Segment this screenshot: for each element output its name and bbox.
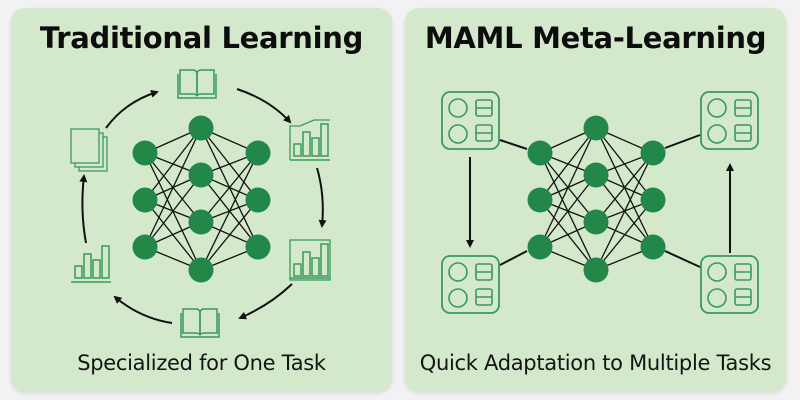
training-cycle xyxy=(70,69,331,338)
network-edge xyxy=(539,127,597,248)
task-connector xyxy=(499,250,528,266)
cycle-arrow xyxy=(105,89,159,129)
network-edge xyxy=(144,174,202,248)
network-node xyxy=(583,162,609,188)
task-connector xyxy=(499,139,528,150)
network-node xyxy=(245,187,271,213)
neural-network-left xyxy=(132,115,271,283)
task-connector xyxy=(664,134,701,149)
network-node xyxy=(132,140,158,166)
network-node xyxy=(132,234,158,260)
panel-title: Traditional Learning xyxy=(39,21,364,55)
cycle-arrow xyxy=(113,295,173,324)
network-node xyxy=(640,234,666,260)
network-edge xyxy=(144,127,202,201)
network-edge xyxy=(200,152,259,223)
network-edge xyxy=(595,199,654,271)
document-stack-icon xyxy=(70,128,108,172)
network-node xyxy=(583,115,609,141)
neural-network-right xyxy=(527,115,666,283)
network-edge xyxy=(200,199,259,271)
bar-chart-icon xyxy=(289,119,330,161)
network-edge xyxy=(200,152,259,271)
task-grid-icon xyxy=(700,255,759,314)
maml-panel: MAML Meta-Learning Quick Adaptation to M… xyxy=(405,8,786,391)
task-grid-icon xyxy=(700,91,759,150)
task-grid-icon xyxy=(441,91,500,150)
cycle-arrow xyxy=(238,283,293,320)
network-edge xyxy=(539,174,597,248)
task-adaptation xyxy=(441,91,759,314)
bar-chart-icon xyxy=(71,245,111,283)
network-node xyxy=(527,140,553,166)
task-connector xyxy=(664,250,701,268)
network-node xyxy=(640,140,666,166)
network-node xyxy=(583,209,609,235)
network-node xyxy=(245,234,271,260)
network-node xyxy=(583,257,609,283)
panel-title: MAML Meta-Learning xyxy=(424,21,767,55)
network-node xyxy=(188,209,214,235)
network-node xyxy=(527,234,553,260)
cycle-arrow xyxy=(79,174,88,244)
panel-caption: Specialized for One Task xyxy=(77,351,326,375)
panel-caption: Quick Adaptation to Multiple Tasks xyxy=(419,351,772,375)
network-node xyxy=(640,187,666,213)
book-icon xyxy=(180,308,220,338)
network-node xyxy=(188,257,214,283)
network-edge xyxy=(144,127,202,248)
network-node xyxy=(188,162,214,188)
task-grid-icon xyxy=(441,255,500,314)
network-node xyxy=(527,187,553,213)
cycle-arrow xyxy=(236,88,292,124)
traditional-learning-panel: Traditional Learning Specialized for One… xyxy=(11,8,392,391)
network-node xyxy=(188,115,214,141)
network-node xyxy=(245,140,271,166)
book-icon xyxy=(177,69,217,99)
cycle-arrow xyxy=(316,167,327,228)
network-edge xyxy=(595,152,654,223)
network-edge xyxy=(595,152,654,271)
network-node xyxy=(132,187,158,213)
bar-chart-icon xyxy=(289,239,331,281)
network-edge xyxy=(539,127,597,201)
